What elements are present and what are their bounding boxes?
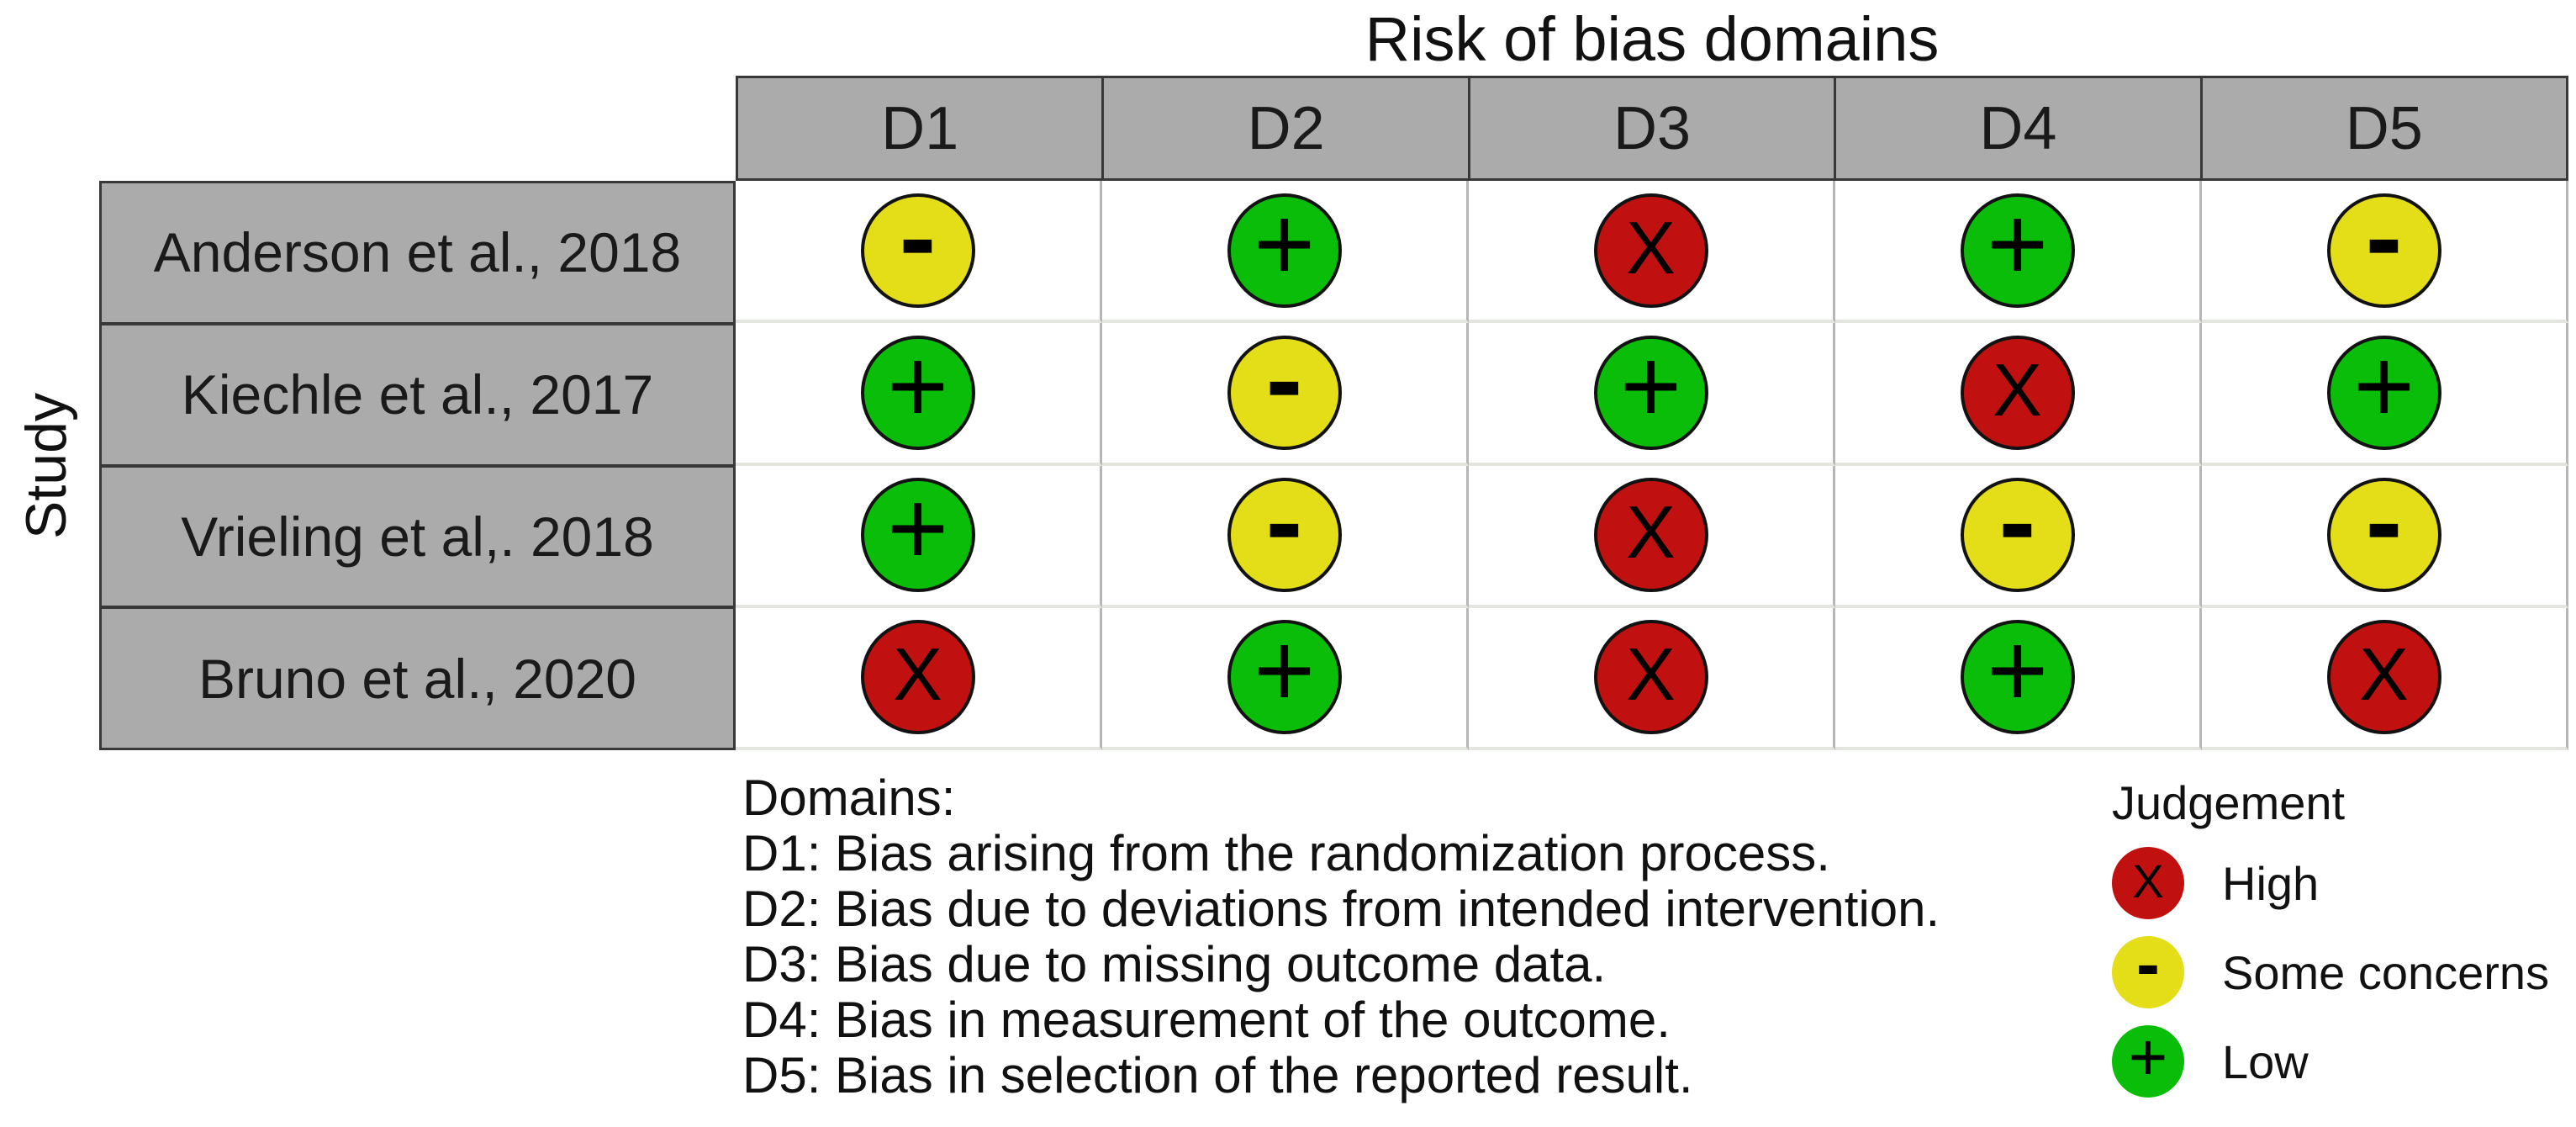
legend-item-some-concerns: - Some concerns (2112, 929, 2550, 1008)
column-header-d3: D3 (1467, 78, 1834, 178)
judgement-symbol: + (1253, 183, 1316, 303)
high-risk-icon: X (1593, 620, 1708, 735)
low-risk-icon: + (2112, 1019, 2184, 1098)
low-risk-icon: + (2326, 325, 2441, 450)
judgement-cell: - (736, 181, 1102, 324)
study-row-label: Kiechle et al., 2017 (102, 321, 733, 464)
judgement-symbol: + (1253, 611, 1316, 730)
judgement-symbol: - (1265, 316, 1303, 441)
some-concerns-icon: - (1227, 466, 1342, 593)
low-risk-icon: + (1227, 611, 1342, 735)
y-axis-label-container: Study (0, 181, 92, 750)
legend-symbol: + (2128, 1019, 2168, 1094)
column-header-d4: D4 (1834, 78, 2199, 178)
some-concerns-icon: - (2326, 466, 2441, 593)
column-header-d2: D2 (1101, 78, 1467, 178)
judgement-symbol: - (899, 174, 937, 299)
high-risk-icon: X (1593, 193, 1708, 308)
some-concerns-icon: - (860, 181, 975, 308)
some-concerns-icon: - (2112, 929, 2184, 1008)
judgement-cell: + (1469, 323, 1835, 466)
judgement-cell: X (1835, 323, 2202, 466)
judgement-symbol: X (1993, 347, 2042, 431)
column-header-d5: D5 (2199, 78, 2566, 178)
high-risk-icon: X (860, 620, 975, 735)
judgement-cell: - (1102, 323, 1469, 466)
low-risk-icon: + (860, 468, 975, 593)
high-risk-icon: X (1960, 335, 2075, 450)
legend-title: Judgement (2112, 776, 2346, 829)
judgement-cell: - (2202, 181, 2568, 324)
domain-header-row: D1 D2 D3 D4 D5 (736, 76, 2568, 181)
footnote-d4: D4: Bias in measurement of the outcome. (742, 992, 1671, 1048)
judgement-cell: X (736, 607, 1102, 750)
footnotes-heading: Domains: (742, 770, 956, 826)
column-header-d1: D1 (881, 94, 959, 162)
legend-label: High (2222, 856, 2320, 910)
judgement-symbol: - (2365, 174, 2403, 299)
legend-label: Some concerns (2222, 945, 2550, 999)
y-axis-label: Study (14, 392, 79, 539)
some-concerns-icon: - (2326, 181, 2441, 308)
legend-symbol: X (2132, 855, 2164, 907)
study-label-column: Anderson et al., 2018 Kiechle et al., 20… (99, 181, 736, 750)
judgement-symbol: - (1998, 459, 2036, 584)
judgement-legend: Judgement X High - Some concerns + Low (2112, 775, 2549, 1098)
some-concerns-icon: - (1960, 466, 2075, 593)
low-risk-icon: + (1593, 325, 1708, 450)
judgement-cell: X (1469, 181, 1835, 324)
footnote-d2: D2: Bias due to deviations from intended… (742, 881, 1940, 937)
footnote-d3: D3: Bias due to missing outcome data. (742, 936, 1607, 992)
footnote-d5: D5: Bias in selection of the reported re… (742, 1047, 1693, 1103)
judgement-symbol: + (1986, 611, 2049, 730)
judgement-cell: X (2202, 607, 2568, 750)
high-risk-icon: X (1593, 478, 1708, 593)
judgement-cell: + (2202, 323, 2568, 466)
figure-title: Risk of bias domains (1365, 4, 1940, 74)
low-risk-icon: + (1960, 183, 2075, 308)
judgement-cell: - (1835, 465, 2202, 608)
low-risk-icon: + (860, 325, 975, 450)
legend-label: Low (2222, 1034, 2309, 1088)
study-row-label: Bruno et al., 2020 (102, 606, 733, 748)
study-row-label: Vrieling et al,. 2018 (102, 463, 733, 606)
legend-item-high: X High (2112, 847, 2549, 919)
judgement-cell: X (1469, 465, 1835, 608)
study-row-label: Anderson et al., 2018 (153, 221, 682, 284)
judgement-cell: + (1835, 181, 2202, 324)
judgement-cell: + (736, 323, 1102, 466)
judgement-symbol: - (2365, 459, 2403, 584)
judgement-symbol: + (886, 468, 949, 588)
legend-symbol: - (2136, 924, 2160, 1003)
footnote-d1: D1: Bias arising from the randomization … (742, 825, 1830, 881)
judgement-symbol: X (2359, 632, 2409, 717)
high-risk-icon: X (2112, 847, 2184, 919)
judgement-cell: + (736, 465, 1102, 608)
legend-item-low: + Low (2112, 1019, 2549, 1098)
judgement-symbol: X (893, 632, 942, 717)
judgement-symbol: - (1265, 459, 1303, 584)
judgement-cell: X (1469, 607, 1835, 750)
judgement-cell: - (2202, 465, 2568, 608)
judgement-symbol: + (2352, 325, 2415, 445)
judgement-grid: - + X + - + - + X + + (736, 181, 2568, 750)
judgement-cell: + (1102, 607, 1469, 750)
some-concerns-icon: - (1227, 323, 1342, 450)
judgement-cell: + (1102, 181, 1469, 324)
judgement-symbol: + (1986, 183, 2049, 303)
domain-footnotes: Domains: D1: Bias arising from the rando… (742, 770, 1940, 1103)
judgement-cell: + (1835, 607, 2202, 750)
judgement-symbol: + (1619, 325, 1682, 445)
low-risk-icon: + (1960, 611, 2075, 735)
judgement-symbol: + (886, 325, 949, 445)
judgement-symbol: X (1626, 632, 1676, 717)
judgement-cell: - (1102, 465, 1469, 608)
low-risk-icon: + (1227, 183, 1342, 308)
high-risk-icon: X (2326, 620, 2441, 735)
judgement-symbol: X (1626, 205, 1676, 289)
judgement-symbol: X (1626, 490, 1676, 574)
